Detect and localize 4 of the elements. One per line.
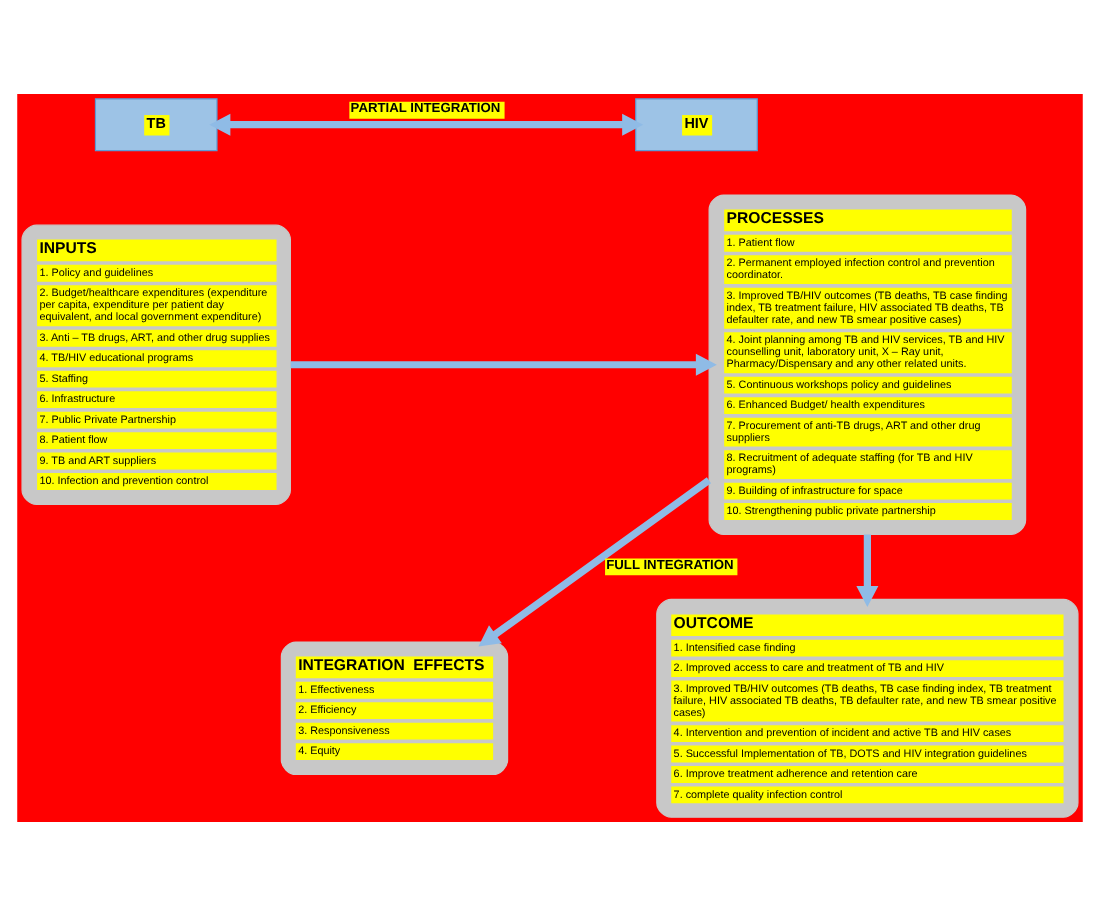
arrow: [209, 113, 644, 136]
arrow: [290, 353, 717, 376]
arrow: [856, 534, 879, 607]
arrow: [478, 477, 712, 647]
